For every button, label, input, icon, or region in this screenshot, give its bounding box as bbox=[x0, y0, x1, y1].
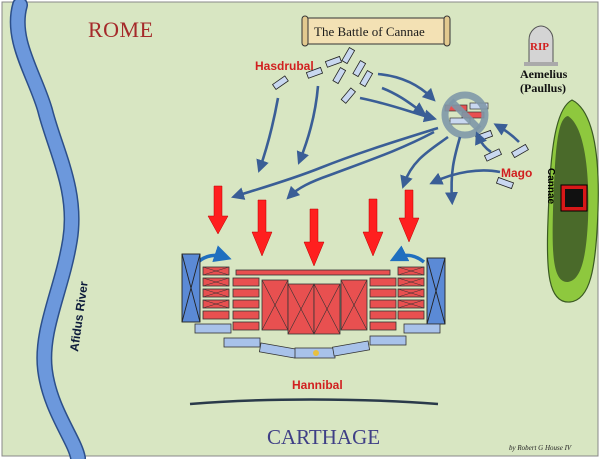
paullus-label: (Paullus) bbox=[520, 81, 566, 95]
cannae-label: Cannae bbox=[545, 168, 556, 205]
carthaginian-advance-arrows bbox=[207, 185, 420, 267]
cavalry-movement-arrows bbox=[231, 72, 520, 206]
roman-front-line bbox=[235, 269, 391, 276]
rip-label: RIP bbox=[530, 41, 549, 53]
prohibition-icon bbox=[441, 91, 489, 139]
aemelius-label: Aemelius bbox=[520, 67, 568, 81]
roman-legions bbox=[202, 266, 425, 335]
hannibal-label: Hannibal bbox=[292, 378, 343, 392]
elephant-icon bbox=[313, 350, 319, 356]
carthage-line bbox=[189, 398, 439, 406]
tombstone-icon bbox=[524, 25, 558, 66]
carthage-label: CARTHAGE bbox=[267, 425, 380, 449]
scroll-icon bbox=[301, 15, 451, 47]
hasdrubal-cavalry bbox=[271, 47, 374, 104]
map-title: The Battle of Cannae bbox=[314, 24, 425, 39]
field-background bbox=[1, 1, 599, 457]
rome-label: ROME bbox=[88, 17, 154, 42]
carthaginian-flanks bbox=[181, 253, 446, 325]
credit-label: by Robert G House IV bbox=[509, 444, 572, 452]
hasdrubal-label: Hasdrubal bbox=[255, 59, 314, 73]
mago-label: Mago bbox=[501, 166, 532, 180]
